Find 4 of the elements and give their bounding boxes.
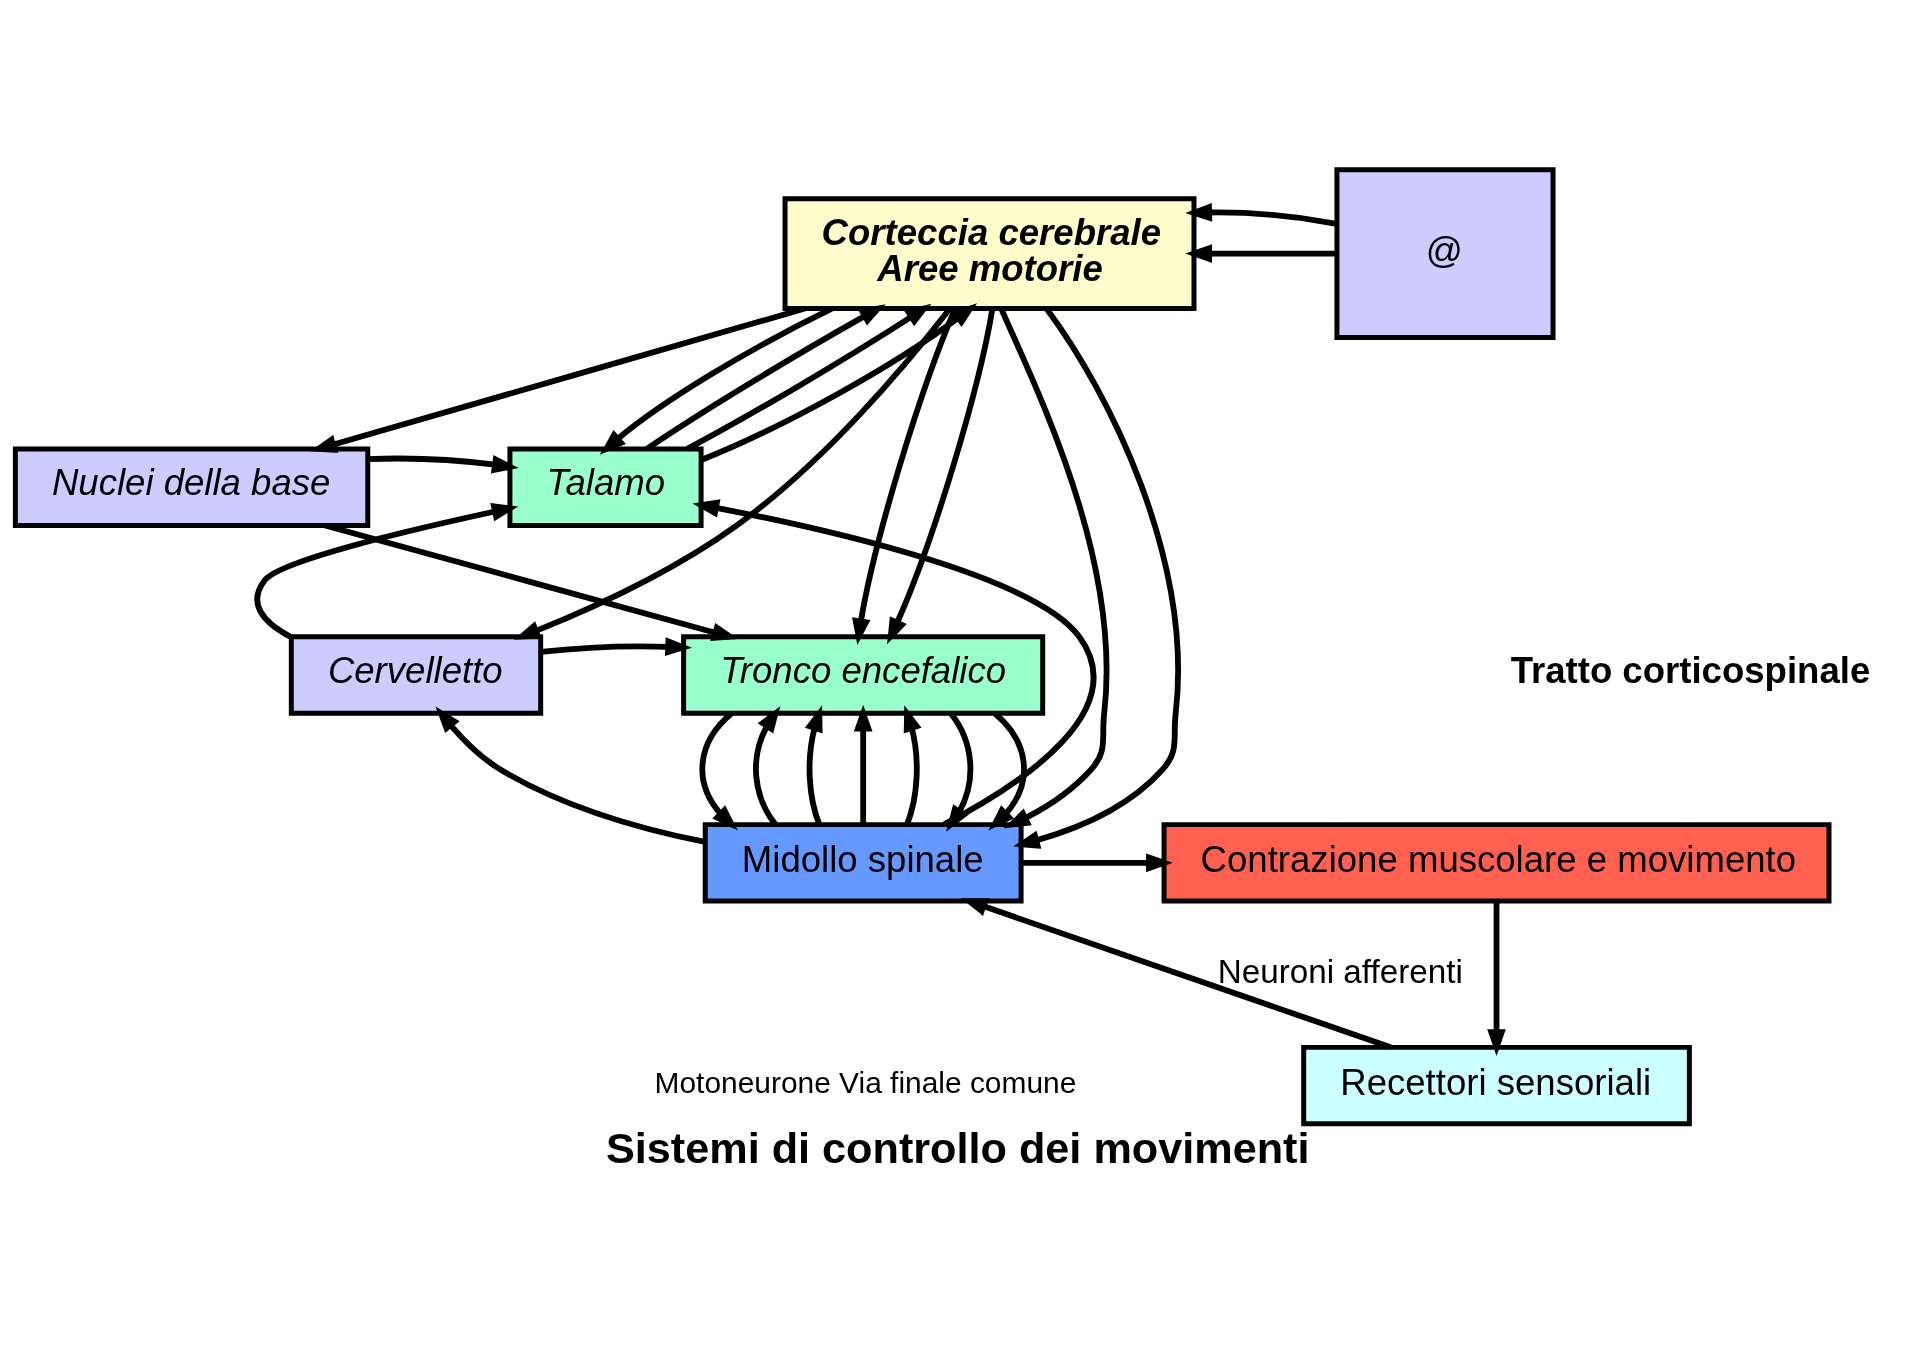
diagram-title: Sistemi di controllo dei movimenti bbox=[605, 1124, 1310, 1173]
edge-label: Neuroni afferenti bbox=[1217, 952, 1463, 990]
label: Tratto corticospinale bbox=[1510, 649, 1871, 691]
label: Motoneurone Via finale comune bbox=[654, 1065, 1077, 1099]
